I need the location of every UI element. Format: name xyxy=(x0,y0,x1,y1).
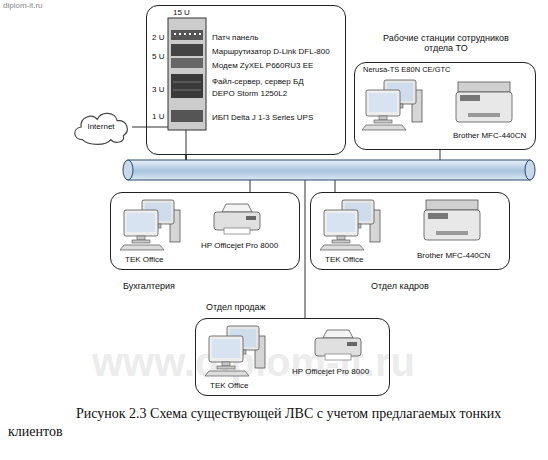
device-label: ИБП Delta J 1-3 Series UPS xyxy=(212,113,313,122)
thin-client-icon xyxy=(120,200,180,250)
cloud-outline xyxy=(70,108,132,146)
device-label: DEPO Storm 1250L2 xyxy=(212,89,287,98)
unit-size: 5 U xyxy=(152,52,164,61)
rack-cable xyxy=(186,130,187,155)
network-cable xyxy=(132,127,146,128)
device-label: HP Officejet Pro 8000 xyxy=(201,241,278,250)
unit-size: 3 U xyxy=(152,85,164,94)
rack-size: 15 U xyxy=(173,8,190,17)
bus-end xyxy=(123,160,133,180)
mfc-icon xyxy=(424,200,480,240)
internet-cloud: Internet xyxy=(70,108,132,146)
device-label: Модем ZyXEL P660RU3 EE xyxy=(212,61,313,70)
device-label: Nerusa-TS E80N CE/GTC xyxy=(363,66,451,75)
device-label: Патч панель xyxy=(212,33,258,42)
thin-client-icon xyxy=(320,200,380,250)
department-heading: Бухгалтерия xyxy=(123,281,175,291)
unit-size: 2 U xyxy=(152,33,164,42)
department-heading: Отдел продаж xyxy=(206,302,266,312)
department-heading: Отдел кадров xyxy=(371,281,429,291)
mfc-icon xyxy=(456,82,512,122)
watermark: diplom-it.ru xyxy=(3,2,43,11)
unit-size: 1 U xyxy=(152,112,164,121)
department-heading: Рабочие станции сотрудников отдела ТО xyxy=(371,33,521,54)
bus-end xyxy=(525,160,535,180)
printer-icon xyxy=(214,204,260,234)
device-label: Brother MFC-440CN xyxy=(417,251,490,260)
cloud-label: Internet xyxy=(87,122,114,131)
figure-caption: Рисунок 2.3 Схема существующей ЛВС с уче… xyxy=(8,405,538,441)
device-label: Brother MFC-440CN xyxy=(453,131,526,140)
server-rack xyxy=(168,18,206,130)
printer-icon xyxy=(315,330,361,360)
device-label: TEK Office xyxy=(125,255,164,264)
device-label: Файл-сервер, сервер БД xyxy=(212,77,304,86)
thin-client-icon xyxy=(205,326,265,376)
cloud-shape xyxy=(75,113,127,144)
bus-pipe xyxy=(128,160,530,180)
thin-client-icon xyxy=(362,80,422,130)
device-label: Маршрутизатор D-Link DFL-800 xyxy=(212,47,330,56)
device-label: TEK Office xyxy=(325,255,364,264)
internet-cable xyxy=(146,127,168,128)
